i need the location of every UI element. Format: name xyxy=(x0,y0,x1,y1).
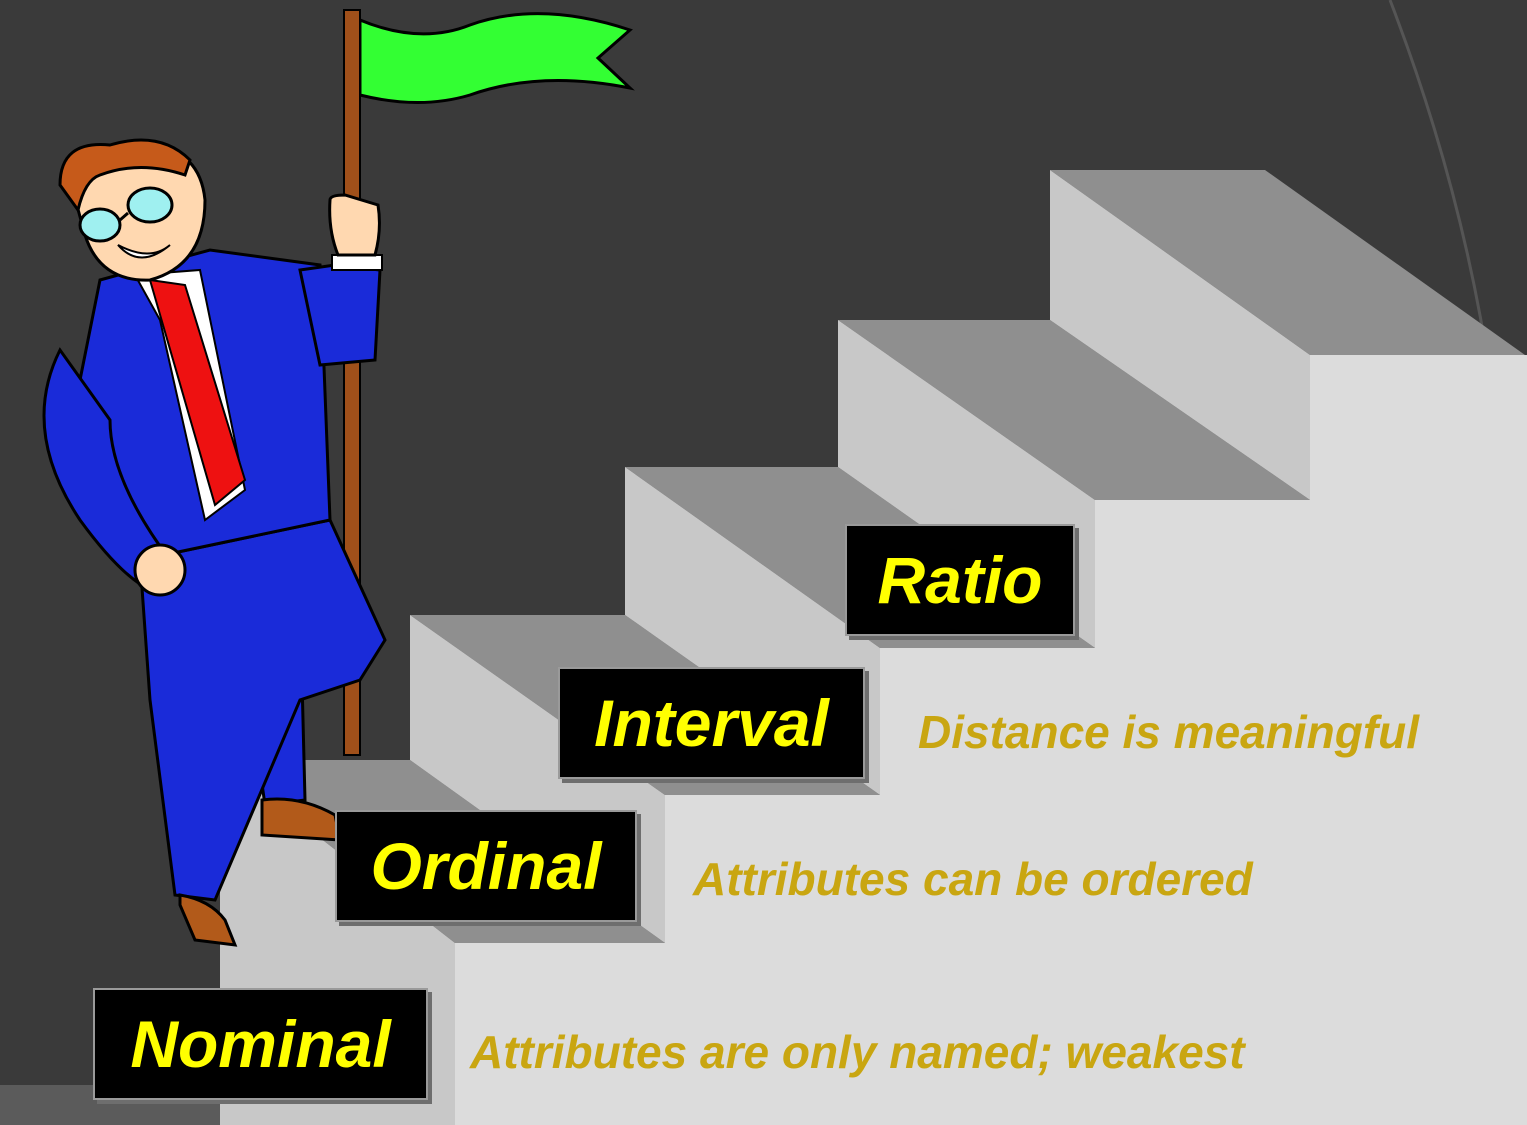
interval-label-text: Interval xyxy=(594,686,829,760)
ordinal-label: Ordinal xyxy=(335,810,637,922)
ordinal-description: Attributes can be ordered xyxy=(693,853,1253,905)
flag-icon xyxy=(343,9,635,756)
ratio-label-text: Ratio xyxy=(877,543,1043,617)
nominal-label: Nominal xyxy=(93,988,428,1100)
ratio-label: Ratio xyxy=(845,524,1075,636)
businessman-icon xyxy=(42,138,387,947)
interval-label: Interval xyxy=(558,667,865,779)
ordinal-label-text: Ordinal xyxy=(370,829,602,903)
staircase-icon xyxy=(220,170,1527,1125)
interval-description: Distance is meaningful xyxy=(918,706,1420,758)
nominal-description: Attributes are only named; weakest xyxy=(470,1026,1245,1078)
nominal-label-text: Nominal xyxy=(130,1007,391,1081)
